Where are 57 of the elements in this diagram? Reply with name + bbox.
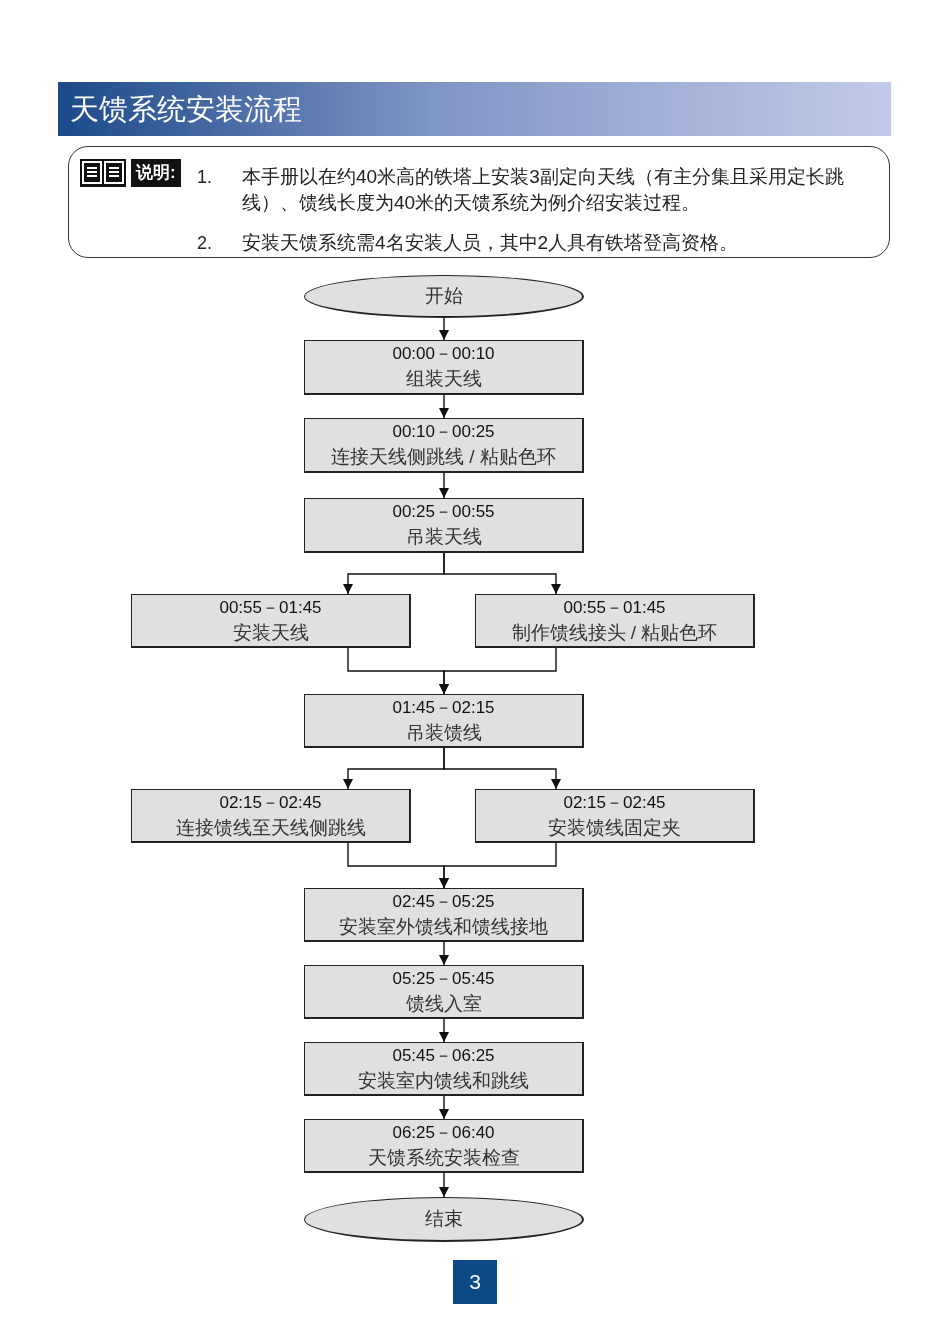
step-label: 制作馈线接头 / 粘贴色环 <box>511 620 718 645</box>
time-range: 00:55－01:45 <box>563 596 666 619</box>
arrow <box>439 472 449 499</box>
arrow <box>439 394 449 419</box>
note-text: 安装天馈系统需4名安装人员，其中2人具有铁塔登高资格。 <box>242 231 740 255</box>
arrow <box>439 1018 449 1043</box>
arrow <box>439 941 449 966</box>
time-range: 05:45－06:25 <box>392 1044 495 1067</box>
arrow <box>439 317 449 341</box>
step-label: 开始 <box>424 284 463 308</box>
step-label: 吊装天线 <box>405 525 482 549</box>
time-range: 01:45－02:15 <box>392 696 495 719</box>
step-label: 安装天线 <box>232 620 309 645</box>
arrow <box>439 647 557 695</box>
list-number: 1. <box>197 166 212 189</box>
step-label: 连接天线侧跳线 / 粘贴色环 <box>331 445 556 469</box>
process-box <box>475 789 755 843</box>
time-range: 05:25－05:45 <box>392 967 495 990</box>
page-title: 天馈系统安装流程 <box>70 92 302 126</box>
step-label: 组装天线 <box>405 367 482 391</box>
note-box <box>68 146 890 258</box>
time-range: 00:00－00:10 <box>392 343 495 365</box>
step-label: 馈线入室 <box>405 991 482 1016</box>
step-label: 安装馈线固定夹 <box>548 815 681 840</box>
step-label: 安装室外馈线和馈线接地 <box>339 914 548 939</box>
step-label: 连接馈线至天线侧跳线 <box>175 815 366 840</box>
time-range: 06:25－06:40 <box>392 1121 495 1144</box>
note-text: 本手册以在约40米高的铁塔上安装3副定向天线（有主分集且采用定长跳线）、馈线长度为40米的天馈系统为例介绍安装过程。 <box>242 165 845 215</box>
arrow <box>443 747 561 790</box>
process-box <box>131 789 411 843</box>
page-number: 3 <box>453 1260 497 1304</box>
process-box <box>304 498 584 553</box>
arrow <box>439 842 557 889</box>
step-label: 天馈系统安装检查 <box>367 1145 520 1170</box>
arrow <box>443 552 561 595</box>
time-range: 00:25－00:55 <box>392 501 495 523</box>
process-box <box>304 694 584 748</box>
list-number: 2. <box>197 232 212 255</box>
process-box <box>304 418 584 473</box>
time-range: 02:45－05:25 <box>392 890 495 913</box>
arrow <box>439 1172 449 1198</box>
process-box <box>304 1042 584 1096</box>
process-box <box>304 340 584 395</box>
process-box <box>304 1119 584 1173</box>
step-label: 安装室内馈线和跳线 <box>358 1068 529 1093</box>
time-range: 00:10－00:25 <box>392 421 495 443</box>
arrow <box>439 1095 449 1120</box>
process-box <box>304 965 584 1019</box>
note-label: 说明: <box>131 159 181 187</box>
process-box <box>304 888 584 942</box>
process-box <box>131 594 411 648</box>
time-range: 00:55－01:45 <box>219 596 322 619</box>
time-range: 02:15－02:45 <box>219 791 322 814</box>
step-label: 结束 <box>424 1207 463 1231</box>
time-range: 02:15－02:45 <box>563 791 666 814</box>
process-box <box>475 594 755 648</box>
step-label: 吊装馈线 <box>405 720 482 745</box>
